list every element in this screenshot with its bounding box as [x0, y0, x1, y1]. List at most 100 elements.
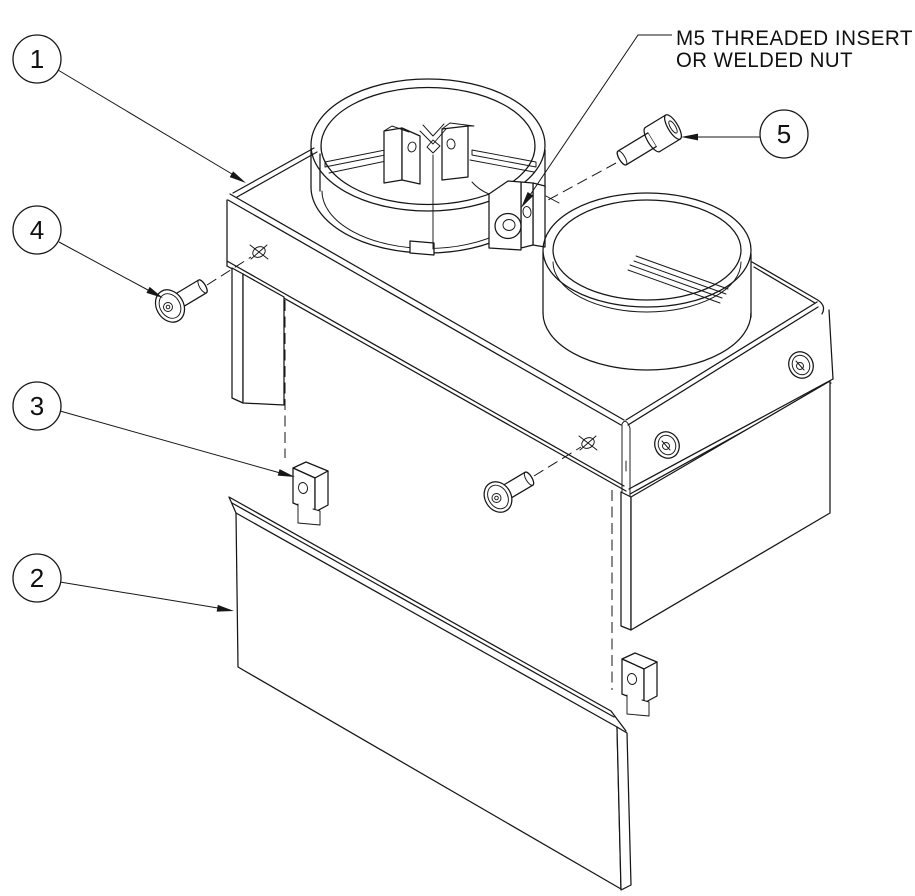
block-hole: [626, 673, 638, 685]
mid-screw-socket-center: [494, 495, 499, 501]
screw-head-inner: [791, 354, 811, 376]
plate-front-left-edge: [227, 193, 625, 426]
leader-lines: [57, 34, 760, 612]
screw5-head-sides: [644, 114, 681, 153]
apron-front-left-bottom-edge: [226, 260, 627, 492]
arrowhead-balloon-2: [216, 604, 234, 612]
screw5-head-fill: [645, 115, 681, 152]
threaded-insert-hole: [502, 219, 516, 231]
arrowhead-annotation: [521, 192, 534, 208]
balloon-number: 2: [30, 563, 44, 593]
screw5-socket: [668, 120, 678, 134]
spacer-block-2: [621, 652, 658, 717]
balloon-circle: [759, 109, 809, 159]
arrowhead-balloon-4: [146, 286, 163, 298]
block-hole: [297, 482, 309, 494]
screw-head-inner: [657, 434, 677, 456]
annotation-line-1: M5 THREADED INSERT: [676, 27, 913, 50]
plate-back-right-edge: [751, 261, 825, 315]
balloon-1: 1: [12, 34, 62, 84]
balloon-circle: [12, 205, 62, 255]
annotation-note: M5 THREADED INSERT OR WELDED NUT: [676, 27, 913, 72]
block-foot-edges: [297, 503, 321, 526]
v-plate-left-top: [383, 125, 410, 133]
v-plate-right-top: [441, 122, 475, 130]
balloon-4: 4: [12, 205, 62, 255]
plate-slot-left: [324, 148, 392, 174]
installed-screw-front: [654, 431, 680, 459]
ear-nut-hole: [522, 206, 532, 218]
screw5-shaft: [616, 132, 658, 166]
bracket-legs: [231, 267, 831, 631]
mid-screw-tip: [523, 471, 535, 486]
balloon-2: 2: [12, 553, 62, 603]
balloon-circle: [12, 34, 62, 84]
right-leg-side-panel: [630, 380, 831, 631]
threaded-insert-boss: [494, 212, 522, 240]
screw-head-outer: [654, 431, 680, 459]
clamp-rim-outer: [310, 78, 546, 212]
screw-socket: [796, 362, 804, 370]
screw4-socket-center: [165, 304, 171, 310]
v-plate-left-front: [383, 127, 403, 184]
block-foot-fill: [627, 694, 649, 716]
hole-ellipse: [252, 246, 266, 258]
clamp-mounting-ears: [471, 180, 546, 251]
screw4-socket: [163, 302, 173, 312]
duct-bottom-outer: [542, 312, 752, 371]
duct-walls: [542, 251, 752, 318]
hole-cross-ticks: [249, 244, 269, 260]
countersunk-hole-left: [249, 244, 269, 260]
v-bracket-plates: [383, 122, 475, 250]
balloon-number: 1: [30, 44, 44, 74]
balloon-number: 4: [30, 215, 44, 245]
screw-head-outer: [788, 351, 814, 379]
block-foot-fill: [298, 503, 320, 525]
hole-cross-ticks: [578, 435, 598, 451]
plate-front-right-edge: [625, 301, 819, 426]
plate-back-edge-between-rings: [545, 195, 560, 204]
flat-head-screw-middle: [483, 471, 535, 513]
arrowhead-balloon-1: [229, 171, 246, 183]
clamp-ring: [310, 78, 546, 256]
panel-top-thickness-edges: [228, 496, 627, 732]
balloon-number: 3: [30, 391, 44, 421]
installed-screw-rear: [788, 351, 814, 379]
panel-side-face: [616, 726, 632, 891]
duct-interior-slot-lines: [627, 255, 729, 304]
v-plate-right-hole: [446, 138, 456, 150]
block-side-face: [643, 661, 658, 704]
apron-right-end-edge: [828, 309, 834, 380]
block-side-face: [314, 470, 329, 513]
leader-balloon-4: [58, 241, 160, 297]
screw-socket-tick: [661, 440, 671, 451]
screw-socket-tick: [795, 360, 805, 371]
duct-bottom-inner: [552, 261, 742, 313]
left-leg-front-strip: [231, 267, 244, 404]
v-plate-left-hole: [407, 141, 417, 153]
v-plate-right-front: [441, 125, 469, 181]
arrowhead-balloon-5: [681, 133, 698, 141]
duct-rim-outer: [542, 192, 752, 308]
v-plate-left-side: [401, 127, 421, 185]
screw5-head-base-arc: [643, 126, 661, 153]
v-chevron-lines: [419, 123, 447, 154]
screw4-tip: [197, 279, 208, 294]
leader-balloon-2: [59, 581, 231, 611]
socket-head-screw-5: [616, 114, 683, 166]
plate-slot-right: [469, 149, 537, 173]
screw-socket: [662, 442, 670, 450]
clamp-rim-inner: [320, 86, 536, 206]
balloon-number: 5: [777, 119, 791, 149]
centerlines: [206, 162, 617, 690]
balloon-circle: [12, 381, 62, 431]
spacer-block-1: [292, 461, 329, 526]
duct-ring: [542, 192, 752, 371]
arrowhead-balloon-3: [277, 469, 295, 477]
plate-back-left-edge: [232, 147, 318, 198]
left-leg-inner-face: [242, 273, 285, 406]
mid-screw-socket: [491, 493, 502, 503]
clamp-band-notch: [409, 240, 435, 256]
base-bracket-plate: [232, 147, 825, 315]
